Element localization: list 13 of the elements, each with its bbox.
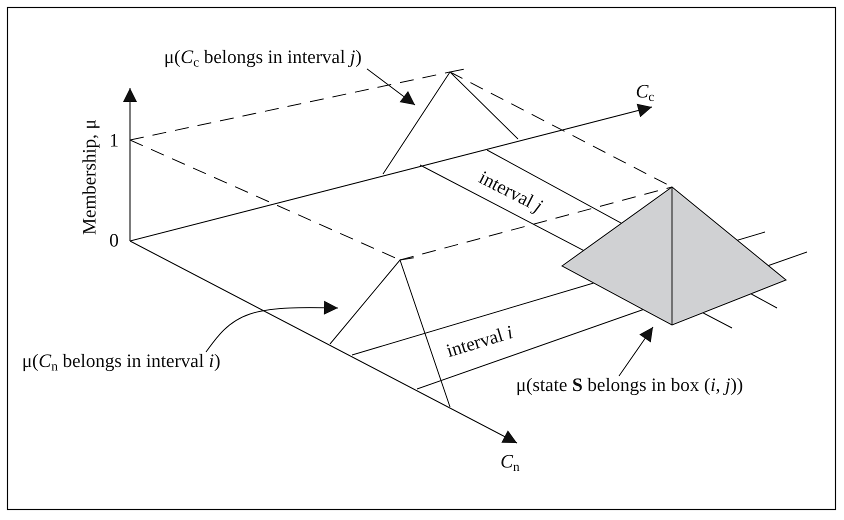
tick-label: 1 [109, 132, 119, 152]
tick-label: 0 [109, 232, 119, 252]
callout-text: μ(C$_{c}$ belongs in interval j) [164, 48, 362, 69]
axis-label: C$_{c}$ [636, 82, 654, 104]
callout-text: μ(state S belongs in box (i, j)) [516, 376, 744, 397]
membership-pyramid [561, 186, 787, 326]
leader-line [618, 326, 654, 376]
callout-text: μ(C$_{n}$ belongs in interval i) [22, 352, 220, 373]
leader-line [366, 68, 416, 106]
leader-line [206, 300, 338, 352]
axis-label: Membership, μ [80, 119, 102, 235]
axis-label: C$_{n}$ [500, 452, 520, 474]
interval-label: interval i [444, 323, 516, 363]
